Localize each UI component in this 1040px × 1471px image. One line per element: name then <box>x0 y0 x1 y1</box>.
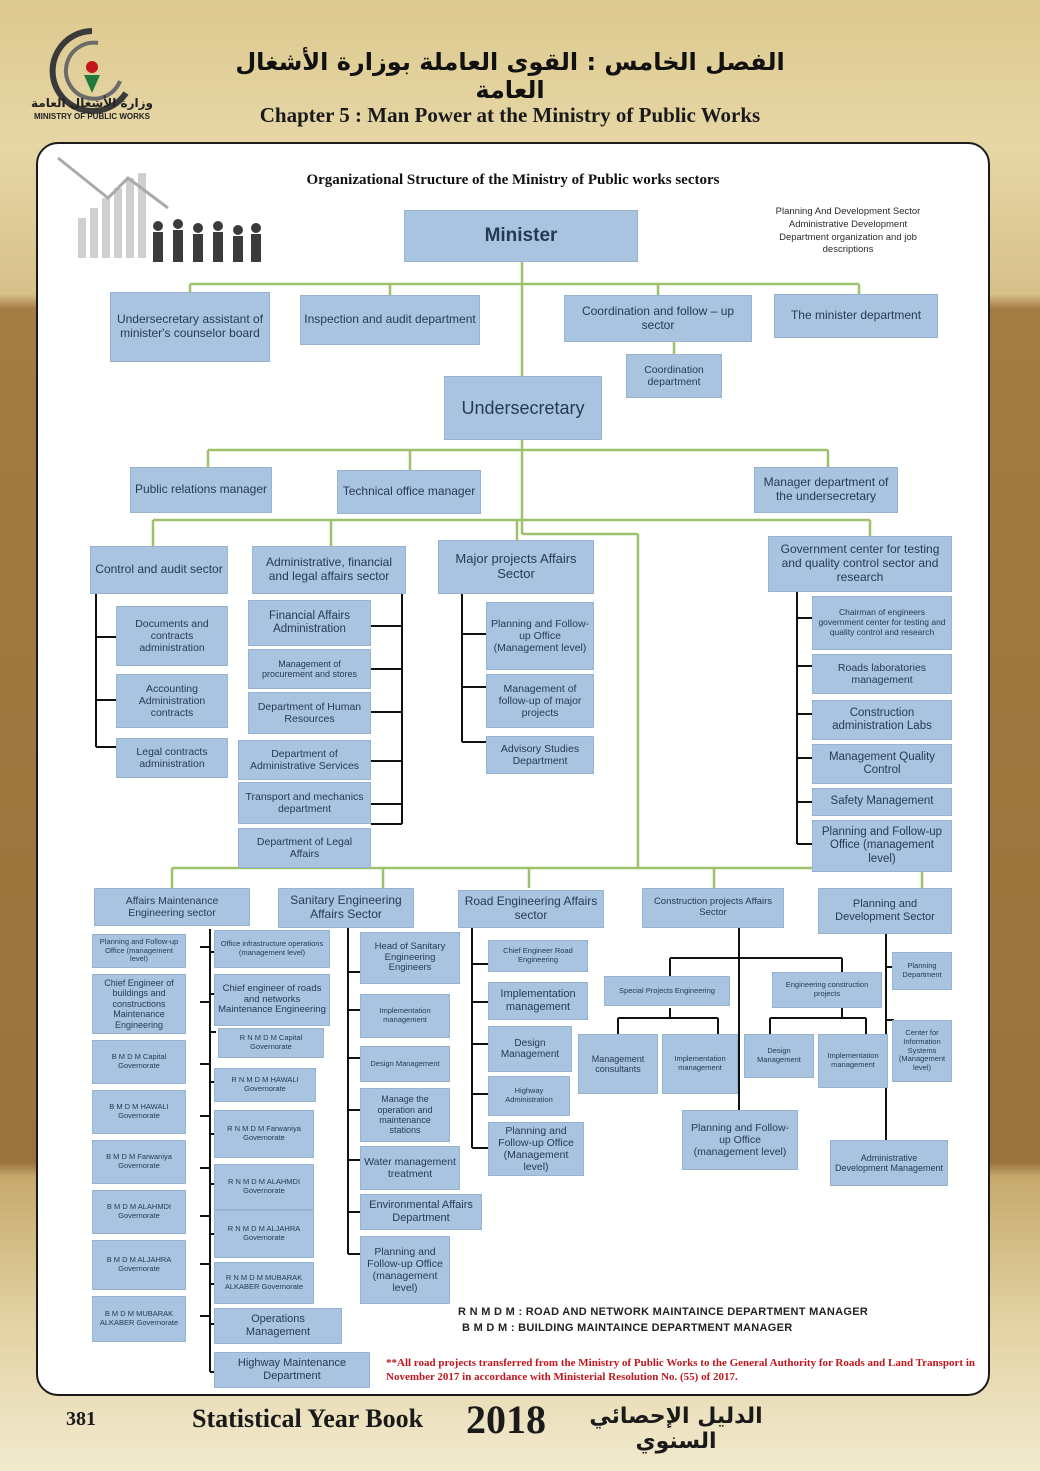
maint-right-4: R N M D M HAWALI Governorate <box>214 1068 316 1102</box>
sanitary-child-7: Planning and Follow-up Office (managemen… <box>360 1236 450 1304</box>
maint-right-9: Operations Management <box>214 1308 342 1344</box>
major-child-1: Planning and Follow-up Office (Managemen… <box>486 602 594 670</box>
footer-year: 2018 <box>466 1397 546 1442</box>
sanitary-sector-box: Sanitary Engineering Affairs Sector <box>278 888 414 928</box>
planning-child-3: Administrative Development Management <box>830 1140 948 1186</box>
planning-child-1: Planning Department <box>892 952 952 990</box>
planning-child-2: Center for Information Systems (Manageme… <box>892 1020 952 1082</box>
admin-child-4: Department of Administrative Services <box>238 740 371 780</box>
footer-title: Statistical Year Book <box>192 1404 424 1433</box>
sanitary-child-3: Design Management <box>360 1046 450 1082</box>
maint-left-5: B M D M Farwaniya Governorate <box>92 1140 186 1184</box>
special-child-2: Implementation management <box>662 1034 738 1094</box>
sanitary-child-6: Environmental Affairs Department <box>360 1194 482 1230</box>
road-child-4: Highway Administration <box>488 1076 570 1116</box>
gov-child-1: Chairman of engineers government center … <box>812 596 952 650</box>
public-relations-box: Public relations manager <box>130 467 272 513</box>
chapter-title-english: Chapter 5 : Man Power at the Ministry of… <box>259 103 761 127</box>
road-child-2: Implementation management <box>488 982 588 1020</box>
special-child-1: Management consultants <box>578 1034 658 1094</box>
major-child-3: Advisory Studies Department <box>486 736 594 774</box>
connector-lines <box>95 262 924 1373</box>
admin-child-1: Financial Affairs Administration <box>248 600 371 646</box>
maint-right-5: R N M D M Farwaniya Governorate <box>214 1110 314 1158</box>
maint-right-1: Office infrastructure operations (manage… <box>214 930 330 968</box>
chapter-title-arabic: الفصل الخامس : القوى العاملة بوزارة الأش… <box>235 48 785 104</box>
maint-left-2: Chief Engineer of buildings and construc… <box>92 974 186 1034</box>
maint-right-3: R N M D M Capital Governorate <box>218 1028 324 1058</box>
maint-right-7: R N M D M ALJAHRA Governorate <box>214 1210 314 1258</box>
control-audit-sector-box: Control and audit sector <box>90 546 228 594</box>
sanitary-child-5: Water management treatment <box>360 1146 460 1190</box>
road-child-1: Chief Engineer Road Engineering <box>488 940 588 972</box>
undersecretary-box: Undersecretary <box>444 376 602 440</box>
engconst-child-1: Design Management <box>744 1034 814 1078</box>
maint-right-2: Chief engineer of roads and networks Mai… <box>214 974 330 1026</box>
major-projects-sector-box: Major projects Affairs Sector <box>438 540 594 594</box>
maint-left-3: B M D M Capital Governorate <box>92 1040 186 1084</box>
maint-left-1: Planning and Follow-up Office (managemen… <box>92 934 186 968</box>
legend-bmdm: B M D M : BUILDING MAINTAINCE DEPARTMENT… <box>462 1322 793 1334</box>
control-child-1: Documents and contracts administration <box>116 606 228 666</box>
special-projects-box: Special Projects Engineering <box>604 976 730 1006</box>
maint-right-10: Highway Maintenance Department <box>214 1352 370 1388</box>
maintenance-sector-box: Affairs Maintenance Engineering sector <box>94 888 250 926</box>
sanitary-child-2: Implementation management <box>360 994 450 1038</box>
construction-sector-box: Construction projects Affairs Sector <box>642 888 784 928</box>
sanitary-child-4: Manage the operation and maintenance sta… <box>360 1088 450 1142</box>
inspection-audit-box: Inspection and audit department <box>300 295 480 345</box>
engconst-child-2: Implementation management <box>818 1034 888 1088</box>
admin-child-3: Department of Human Resources <box>248 692 371 734</box>
maint-left-8: B M D M MUBARAK ALKABER Governorate <box>92 1296 186 1342</box>
gov-testing-center-sector-box: Government center for testing and qualit… <box>768 536 952 592</box>
top-right-note: Planning And Development Sector Administ… <box>775 206 921 256</box>
gov-child-5: Safety Management <box>812 788 952 816</box>
admin-child-2: Management of procurement and stores <box>248 649 371 689</box>
logo-english-text: MINISTRY OF PUBLIC WORKS <box>34 112 150 121</box>
minister-department-box: The minister department <box>774 294 938 338</box>
coordination-department-box: Coordination department <box>626 354 722 398</box>
road-child-3: Design Management <box>488 1026 572 1072</box>
control-child-3: Legal contracts administration <box>116 738 228 778</box>
ministry-logo-icon <box>49 28 129 114</box>
undersecretary-assistant-box: Undersecretary assistant of minister's c… <box>110 292 270 362</box>
technical-office-box: Technical office manager <box>337 470 481 514</box>
manager-undersecretary-box: Manager department of the undersecretary <box>754 467 898 513</box>
gov-child-3: Construction administration Labs <box>812 700 952 740</box>
gov-child-4: Management Quality Control <box>812 744 952 784</box>
gov-child-6: Planning and Follow-up Office (managemen… <box>812 820 952 872</box>
org-chart-title: Organizational Structure of the Ministry… <box>306 172 720 188</box>
major-child-2: Management of follow-up of major project… <box>486 674 594 728</box>
page-number: 381 <box>66 1408 96 1430</box>
footer-title-arabic: الدليل الإحصائي السنوي <box>589 1404 763 1454</box>
gov-child-2: Roads laboratories management <box>812 654 952 694</box>
admin-child-6: Department of Legal Affairs <box>238 828 371 868</box>
footnote: **All road projects transferred from the… <box>386 1357 976 1384</box>
logo-arabic-text: وزارة الأشغال العامة <box>31 96 153 110</box>
control-child-2: Accounting Administration contracts <box>116 674 228 728</box>
org-chart-panel: Organizational Structure of the Ministry… <box>36 142 990 1396</box>
road-sector-box: Road Engineering Affairs sector <box>458 890 604 928</box>
admin-child-5: Transport and mechanics department <box>238 782 371 824</box>
road-child-5: Planning and Follow-up Office (Managemen… <box>488 1122 584 1176</box>
maint-left-4: B M D M HAWALI Governorate <box>92 1090 186 1134</box>
coordination-sector-box: Coordination and follow – up sector <box>564 295 752 342</box>
growth-people-illustration <box>57 156 261 262</box>
engineering-construction-box: Engineering construction projects <box>772 972 882 1008</box>
maint-left-6: B M D M ALAHMDI Governorate <box>92 1190 186 1234</box>
maint-right-6: R N M D M ALAHMDI Governorate <box>214 1164 314 1210</box>
sanitary-child-1: Head of Sanitary Engineering Engineers <box>360 932 460 984</box>
planning-development-sector-box: Planning and Development Sector <box>818 888 952 934</box>
admin-financial-legal-sector-box: Administrative, financial and legal affa… <box>252 546 406 594</box>
maint-left-7: B M D M ALJAHRA Governorate <box>92 1240 186 1290</box>
minister-box: Minister <box>404 210 638 262</box>
maint-right-8: R N M D M MUBARAK ALKABER Governorate <box>214 1262 314 1304</box>
construction-planning-box: Planning and Follow-up Office (managemen… <box>682 1110 798 1170</box>
legend-rnmdm: R N M D M : ROAD AND NETWORK MAINTAINCE … <box>458 1306 869 1318</box>
